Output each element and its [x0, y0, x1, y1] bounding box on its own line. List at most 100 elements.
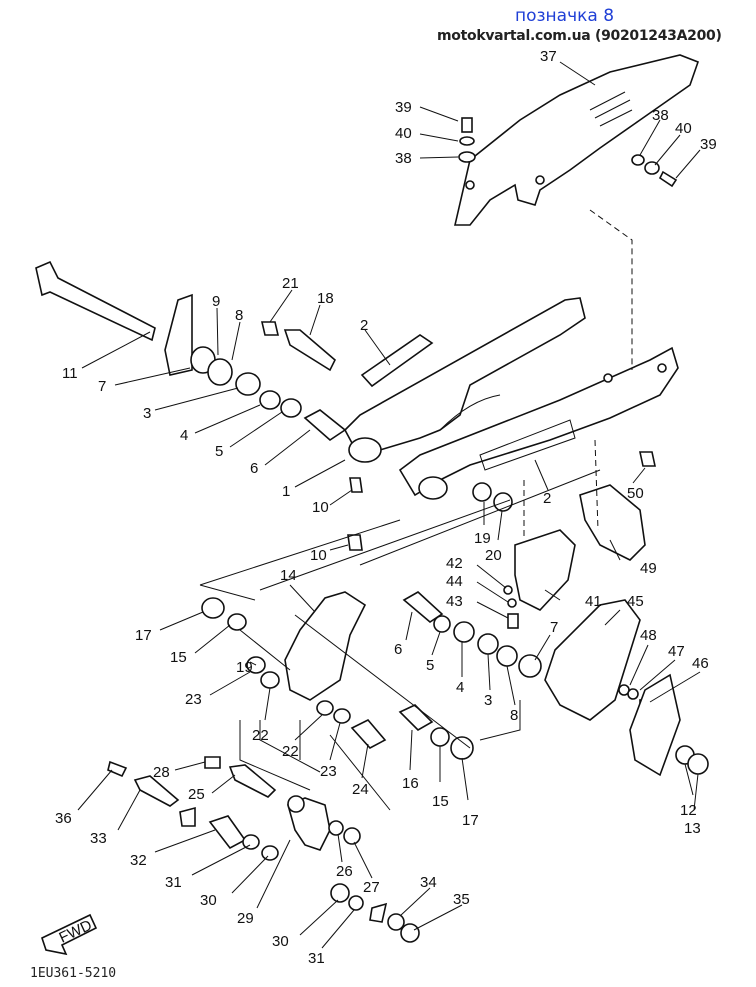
callout-6: 6	[394, 641, 402, 658]
chain-guide-screws	[503, 585, 519, 629]
callout-3: 3	[484, 692, 492, 709]
callout-10: 10	[310, 547, 327, 564]
callout-13: 13	[684, 820, 701, 837]
callout-44: 44	[446, 573, 463, 590]
callout-27: 27	[363, 879, 380, 896]
callout-49: 49	[640, 560, 657, 577]
callout-39: 39	[700, 136, 717, 153]
source-site: motokvartal.com.ua (90201243A200)	[437, 28, 722, 44]
callout-2: 2	[360, 317, 368, 334]
callout-24: 24	[352, 781, 369, 798]
callout-2: 2	[543, 490, 551, 507]
pivot-shaft	[35, 260, 156, 342]
callout-16: 16	[402, 775, 419, 792]
callout-31: 31	[308, 950, 325, 967]
link-bearings	[246, 656, 474, 760]
connecting-rod	[208, 795, 420, 943]
callout-43: 43	[446, 593, 463, 610]
callout-1: 1	[282, 483, 290, 500]
callout-41: 41	[585, 593, 602, 610]
diagram-code: 1EU361-5210	[30, 966, 117, 981]
callout-29: 29	[237, 910, 254, 927]
bolt-50	[639, 451, 656, 467]
callout-20: 20	[485, 547, 502, 564]
callout-31: 31	[165, 874, 182, 891]
callout-37: 37	[540, 48, 557, 65]
callout-15: 15	[170, 649, 187, 666]
nut-13	[687, 753, 709, 775]
bolt-10-upper	[349, 477, 363, 493]
callout-40: 40	[675, 120, 692, 137]
callout-38: 38	[652, 107, 669, 124]
chain-guard	[453, 54, 700, 226]
callout-21: 21	[282, 275, 299, 292]
callout-36: 36	[55, 810, 72, 827]
callout-34: 34	[420, 874, 437, 891]
callout-11: 11	[62, 365, 78, 382]
callout-30: 30	[200, 892, 217, 909]
callout-23: 23	[320, 763, 337, 780]
callout-5: 5	[215, 443, 223, 460]
fwd-arrow-icon	[41, 913, 98, 956]
relay-pivot-parts	[402, 591, 542, 678]
callout-14: 14	[280, 567, 297, 584]
callout-4: 4	[180, 427, 188, 444]
callout-48: 48	[640, 627, 657, 644]
assembly-lines	[199, 209, 633, 811]
relay-arm	[284, 591, 367, 701]
callout-33: 33	[90, 830, 107, 847]
callout-19: 19	[474, 530, 491, 547]
callout-22: 22	[282, 743, 299, 760]
callout-22: 22	[252, 727, 269, 744]
chain-guide	[514, 529, 576, 611]
callout-39: 39	[395, 99, 412, 116]
callout-18: 18	[317, 290, 334, 307]
axle-plate	[629, 673, 681, 777]
callout-6: 6	[250, 460, 258, 477]
callout-28: 28	[153, 764, 170, 781]
callout-9: 9	[212, 293, 220, 310]
callout-4: 4	[456, 679, 464, 696]
bolt-collar	[260, 321, 336, 372]
leader-lines	[77, 61, 701, 949]
callout-17: 17	[462, 812, 479, 829]
chain-puller-block	[579, 484, 646, 561]
callout-8: 8	[235, 307, 243, 324]
callout-19: 19	[236, 659, 253, 676]
seal-17a	[201, 597, 225, 619]
callout-38: 38	[395, 150, 412, 167]
callout-45: 45	[627, 593, 644, 610]
bolt-10-lower	[347, 534, 363, 551]
lower-bolts	[107, 756, 277, 827]
callout-8: 8	[510, 707, 518, 724]
callout-3: 3	[143, 405, 151, 422]
screw-group-upper	[458, 117, 678, 188]
brake-caliper-bracket	[544, 599, 641, 721]
chain-slider-plate	[360, 334, 434, 388]
callout-30: 30	[272, 933, 289, 950]
callout-5: 5	[426, 657, 434, 674]
callout-15: 15	[432, 793, 449, 810]
bush-19	[472, 482, 492, 502]
page-title: позначка 8	[515, 6, 615, 26]
callout-17: 17	[135, 627, 152, 644]
callout-25: 25	[188, 786, 205, 803]
callout-23: 23	[185, 691, 202, 708]
callout-32: 32	[130, 852, 147, 869]
swingarm	[344, 297, 679, 500]
callout-50: 50	[627, 485, 644, 502]
callout-42: 42	[446, 555, 463, 572]
callout-12: 12	[680, 802, 697, 819]
callout-7: 7	[98, 378, 106, 395]
bush-15a	[227, 613, 247, 631]
callout-35: 35	[453, 891, 470, 908]
left-pivot-parts	[164, 293, 347, 442]
callout-26: 26	[336, 863, 353, 880]
callout-40: 40	[395, 125, 412, 142]
callout-10: 10	[312, 499, 329, 516]
callout-47: 47	[668, 643, 685, 660]
callout-7: 7	[550, 619, 558, 636]
callout-46: 46	[692, 655, 709, 672]
callout-labels: 39 40 38 37 38 40 39 21 18 9 8 2 11 7 3 …	[55, 48, 717, 967]
